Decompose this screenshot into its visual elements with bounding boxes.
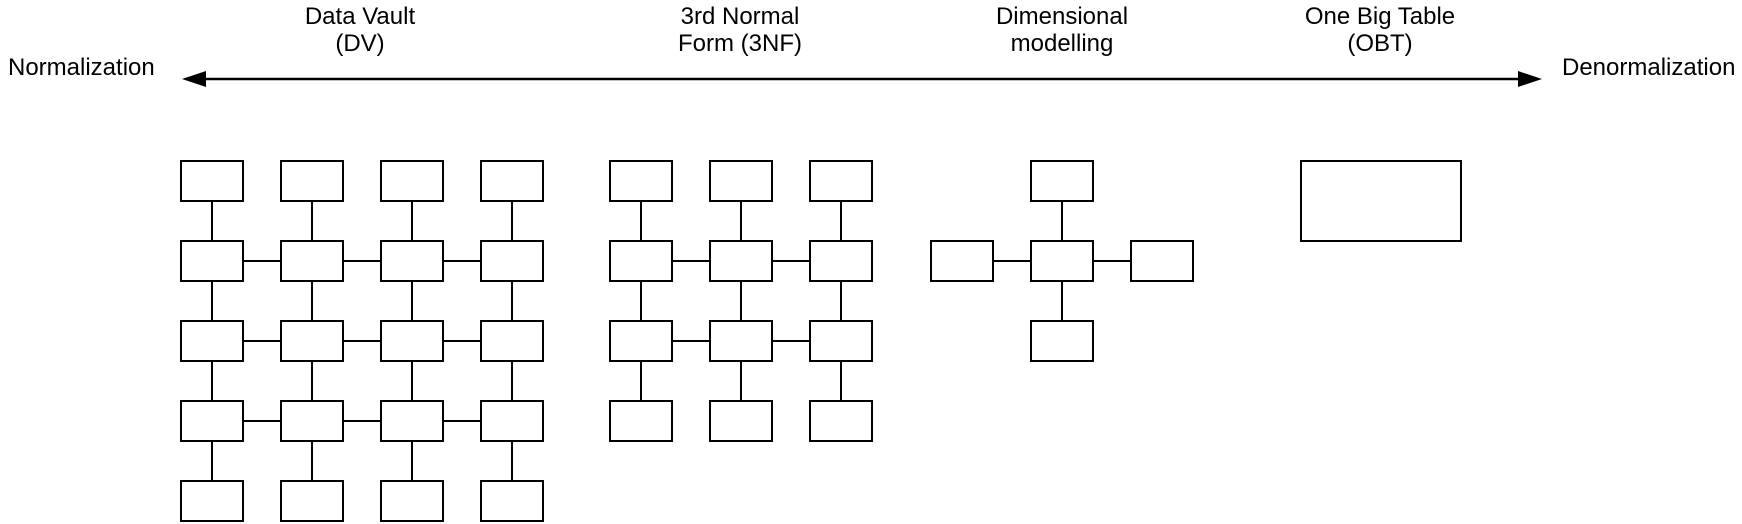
entity-box	[480, 400, 544, 442]
axis-left-label: Normalization	[8, 54, 155, 81]
entity-box	[280, 160, 344, 202]
entity-box	[709, 320, 773, 362]
entity-box	[809, 160, 873, 202]
entity-box	[180, 320, 244, 362]
entity-box	[280, 480, 344, 522]
entity-box	[480, 240, 544, 282]
entity-box	[180, 480, 244, 522]
entity-box	[380, 320, 444, 362]
axis-right-label: Denormalization	[1562, 54, 1736, 81]
entity-box	[709, 160, 773, 202]
entity-box	[180, 240, 244, 282]
section-label-line1: Dimensional	[995, 3, 1129, 30]
entity-box	[809, 240, 873, 282]
section-label-line1: One Big Table	[1304, 3, 1456, 30]
section-label-line2: (DV)	[335, 30, 385, 57]
entity-box	[609, 400, 673, 442]
section-label-line2: (OBT)	[1347, 30, 1413, 57]
entity-box	[180, 160, 244, 202]
section-label-line2: modelling	[1010, 30, 1114, 57]
entity-box	[480, 160, 544, 202]
section-label-line2: Form (3NF)	[678, 30, 802, 57]
entity-box	[809, 400, 873, 442]
section-label-third-normal-form: 3rd Normal Form (3NF)	[580, 3, 900, 57]
entity-box	[480, 320, 544, 362]
entity-box	[380, 480, 444, 522]
entity-box	[180, 400, 244, 442]
entity-box	[380, 160, 444, 202]
entity-box	[609, 320, 673, 362]
section-label-dimensional-modelling: Dimensional modelling	[902, 3, 1222, 57]
entity-box	[380, 240, 444, 282]
entity-box	[280, 400, 344, 442]
entity-box	[930, 240, 994, 282]
axis-arrow-head-right-icon	[1518, 71, 1542, 87]
section-label-data-vault: Data Vault (DV)	[200, 3, 520, 57]
entity-box	[1030, 160, 1094, 202]
section-label-line1: Data Vault	[304, 3, 416, 30]
entity-box	[380, 400, 444, 442]
entity-box	[609, 160, 673, 202]
section-label-line1: 3rd Normal	[680, 3, 800, 30]
entity-box	[609, 240, 673, 282]
entity-box	[280, 240, 344, 282]
entity-box	[1130, 240, 1194, 282]
entity-box	[280, 320, 344, 362]
axis-arrow-head-left-icon	[182, 71, 206, 87]
entity-box	[709, 400, 773, 442]
entity-box	[480, 480, 544, 522]
entity-box	[1030, 320, 1094, 362]
section-label-one-big-table: One Big Table (OBT)	[1220, 3, 1540, 57]
entity-box	[809, 320, 873, 362]
entity-box	[1300, 160, 1462, 242]
entity-box	[709, 240, 773, 282]
entity-box	[1030, 240, 1094, 282]
